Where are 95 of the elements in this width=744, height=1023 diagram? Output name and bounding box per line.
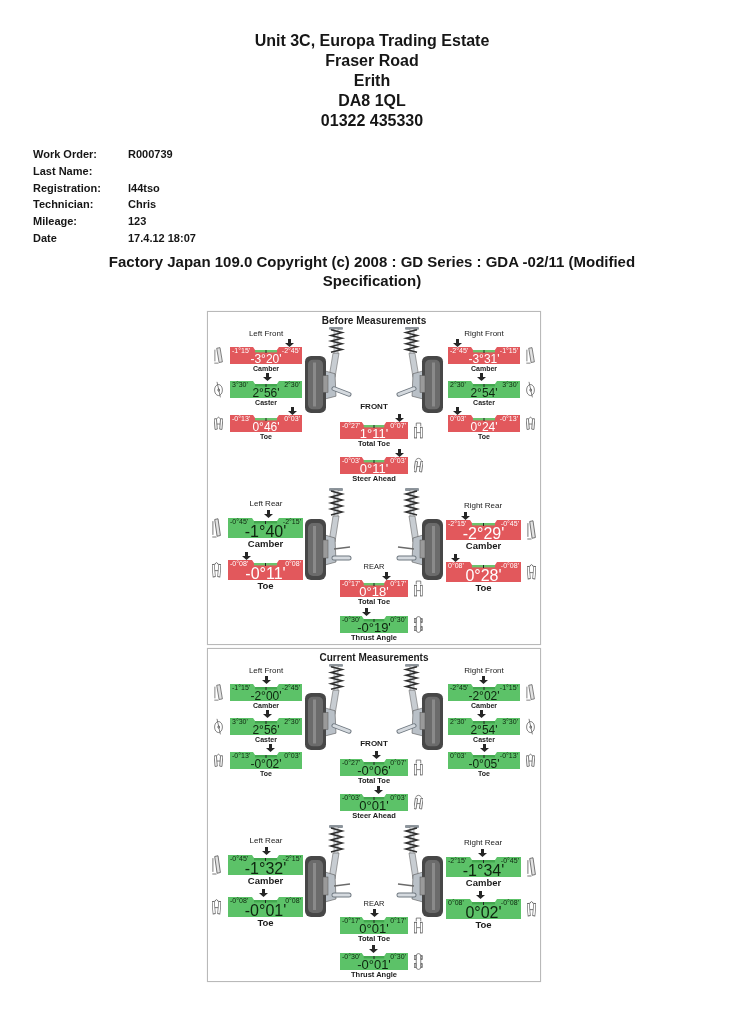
field-label: Registration: bbox=[33, 182, 101, 195]
gauge-caption: Toe bbox=[475, 583, 492, 593]
measurement-gauge bbox=[228, 855, 303, 875]
measurement-gauge bbox=[340, 917, 408, 934]
measured-value: -1°40' bbox=[244, 525, 287, 538]
field-label: Technician: bbox=[33, 198, 94, 211]
measured-value: -0°11' bbox=[245, 567, 286, 580]
wheel-position-label: Right Rear bbox=[463, 839, 503, 847]
field-label: Date bbox=[33, 232, 57, 245]
measurement-gauge bbox=[228, 560, 303, 580]
measurement-gauge bbox=[448, 752, 520, 769]
measured-value: -2°29' bbox=[462, 527, 505, 540]
field-value: l44tso bbox=[128, 182, 160, 195]
measurement-panel bbox=[207, 311, 541, 645]
field-value: R000739 bbox=[128, 148, 173, 161]
postcode: DA8 1QL bbox=[338, 91, 406, 110]
wheel-position-label: Left Front bbox=[248, 667, 284, 675]
measured-value: -2°00' bbox=[250, 691, 282, 701]
measured-value: -0°06' bbox=[357, 766, 391, 776]
measurement-gauge bbox=[340, 794, 408, 811]
measured-value: 2°54' bbox=[470, 388, 498, 398]
measured-value: -0°01' bbox=[244, 904, 287, 917]
measurement-gauge bbox=[340, 953, 408, 970]
measured-value: -1°32' bbox=[244, 862, 287, 875]
gauge-caption: Camber bbox=[247, 876, 284, 886]
axle-label: FRONT bbox=[360, 740, 388, 748]
measurement-gauge bbox=[448, 381, 520, 398]
field-value: 123 bbox=[128, 215, 147, 228]
measured-value: 0°01' bbox=[359, 924, 389, 934]
gauge-caption: Toe bbox=[475, 920, 492, 930]
measured-value: 1°11' bbox=[359, 429, 389, 439]
address-line: Fraser Road bbox=[325, 51, 419, 70]
address-line: Unit 3C, Europa Trading Estate bbox=[254, 31, 490, 50]
measured-value: 0°18' bbox=[359, 587, 389, 597]
measured-value: -0°02' bbox=[250, 759, 282, 769]
measured-value: 0°24' bbox=[470, 422, 498, 432]
gauge-caption: Camber bbox=[465, 878, 502, 888]
phone-number: 01322 435330 bbox=[320, 111, 424, 130]
measurement-gauge bbox=[230, 381, 302, 398]
specification-line: Factory Japan 109.0 Copyright (c) 2008 : GD Series : GDA -02/11 (Modified Specification) bbox=[107, 252, 637, 290]
measured-value: 2°54' bbox=[470, 725, 498, 735]
wheel-position-label: Left Rear bbox=[249, 500, 283, 508]
wheel-position-label: Right Rear bbox=[463, 502, 503, 510]
field-label: Work Order: bbox=[33, 148, 97, 161]
measurement-gauge bbox=[446, 899, 521, 919]
measurement-gauge bbox=[230, 347, 302, 364]
axle-label: FRONT bbox=[360, 403, 388, 411]
gauge-caption: Toe bbox=[257, 918, 274, 928]
measurement-gauge bbox=[446, 520, 521, 540]
measured-value: 2°56' bbox=[252, 388, 280, 398]
measurement-gauge bbox=[340, 422, 408, 439]
measurement-gauge bbox=[230, 752, 302, 769]
measurement-panel bbox=[207, 648, 541, 982]
measurement-gauge bbox=[228, 897, 303, 917]
measured-value: -2°02' bbox=[468, 691, 500, 701]
panel-title: Current Measurements bbox=[319, 653, 429, 663]
measured-value: 2°56' bbox=[252, 725, 280, 735]
measured-value: 0°01' bbox=[359, 801, 389, 811]
measurement-gauge bbox=[446, 562, 521, 582]
measurement-gauge bbox=[340, 616, 408, 633]
measurement-gauge bbox=[228, 518, 303, 538]
measurement-gauge bbox=[230, 415, 302, 432]
measurement-gauge bbox=[448, 415, 520, 432]
gauge-caption: Toe bbox=[257, 581, 274, 591]
measurement-gauge bbox=[340, 580, 408, 597]
address-line: Erith bbox=[353, 71, 391, 90]
measurement-gauge bbox=[448, 718, 520, 735]
measured-value: -3°31' bbox=[468, 354, 500, 364]
wheel-position-label: Left Rear bbox=[249, 837, 283, 845]
measured-value: -3°20' bbox=[250, 354, 282, 364]
measurement-gauge bbox=[230, 684, 302, 701]
wheel-position-label: Right Front bbox=[464, 330, 504, 338]
gauge-caption: Camber bbox=[465, 541, 502, 551]
field-value: 17.4.12 18:07 bbox=[128, 232, 196, 245]
measurement-gauge bbox=[448, 347, 520, 364]
measured-value: -0°01' bbox=[357, 960, 391, 970]
field-value: Chris bbox=[128, 198, 157, 211]
measurement-gauge bbox=[446, 857, 521, 877]
wheel-position-label: Right Front bbox=[464, 667, 504, 675]
measurement-gauge bbox=[340, 759, 408, 776]
measurement-gauge bbox=[230, 718, 302, 735]
measured-value: -0°05' bbox=[468, 759, 500, 769]
measurement-gauge bbox=[340, 457, 408, 474]
measured-value: 0°11' bbox=[359, 464, 389, 474]
measured-value: 0°28' bbox=[465, 569, 502, 582]
field-label: Last Name: bbox=[33, 165, 93, 178]
panel-title: Before Measurements bbox=[321, 316, 427, 326]
wheel-position-label: Left Front bbox=[248, 330, 284, 338]
measured-value: -0°19' bbox=[357, 623, 391, 633]
gauge-caption: Camber bbox=[247, 539, 284, 549]
measured-value: 0°46' bbox=[252, 422, 280, 432]
field-label: Mileage: bbox=[33, 215, 77, 228]
measurement-gauge bbox=[448, 684, 520, 701]
measured-value: -1°34' bbox=[462, 864, 505, 877]
measured-value: 0°02' bbox=[465, 906, 502, 919]
